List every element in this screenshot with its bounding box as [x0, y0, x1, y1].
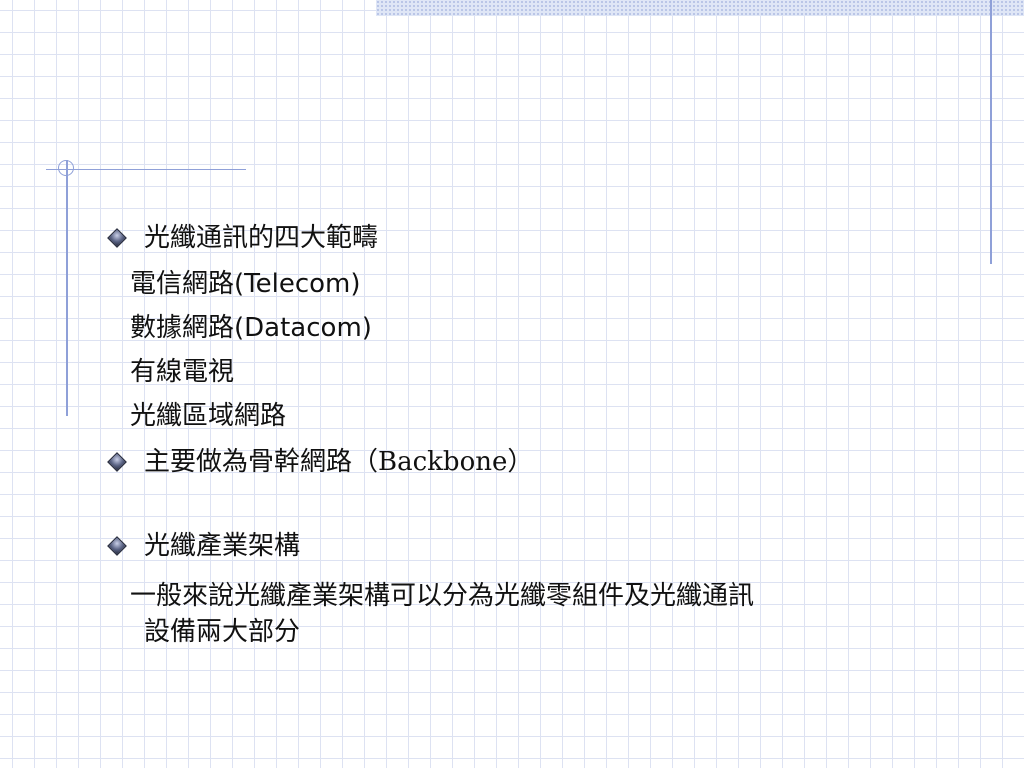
decorative-left-line — [66, 160, 68, 416]
sub-item-label: 電信網路 — [130, 269, 235, 299]
diamond-bullet-icon — [107, 228, 127, 248]
paragraph-line: 設備兩大部分 — [144, 617, 301, 647]
sub-item-latin: (Datacom) — [234, 313, 372, 343]
bullet-label: 光纖產業架構 — [144, 531, 301, 561]
sub-item-telecom: 電信網路(Telecom) — [104, 262, 984, 306]
bullet-item-fiber-scope: 光纖通訊的四大範疇 — [104, 214, 984, 262]
industry-paragraph: 一般來說光纖產業架構可以分為光纖零組件及光纖通訊 設備兩大部分 — [104, 578, 970, 650]
sub-item-label: 數據網路 — [130, 313, 235, 343]
bullet-label: 光纖通訊的四大範疇 — [144, 223, 379, 253]
sub-item-label: 光纖區域網路 — [130, 401, 287, 431]
decorative-right-line — [990, 0, 992, 264]
sub-item-datacom: 數據網路(Datacom) — [104, 306, 984, 350]
spacer — [104, 486, 984, 522]
sub-item-cable-tv: 有線電視 — [104, 350, 984, 394]
sub-item-fiber-lan: 光纖區域網路 — [104, 394, 984, 438]
sub-item-label: 有線電視 — [130, 357, 235, 387]
diamond-bullet-icon — [107, 452, 127, 472]
slide-content: 光纖通訊的四大範疇 電信網路(Telecom) 數據網路(Datacom) 有線… — [104, 214, 984, 650]
bullet-label: 主要做為骨幹網路（Backbone） — [144, 447, 534, 477]
decorative-horizontal-line — [46, 169, 246, 170]
bullet-item-industry-structure: 光纖產業架構 — [104, 522, 984, 570]
bullet-item-backbone: 主要做為骨幹網路（Backbone） — [104, 438, 984, 486]
diamond-bullet-icon — [107, 536, 127, 556]
decorative-circle — [58, 160, 74, 176]
decorative-top-band — [376, 0, 1024, 16]
paragraph-line: 一般來說光纖產業架構可以分為光纖零組件及光纖通訊 — [130, 581, 755, 611]
sub-item-latin: (Telecom) — [234, 269, 361, 299]
